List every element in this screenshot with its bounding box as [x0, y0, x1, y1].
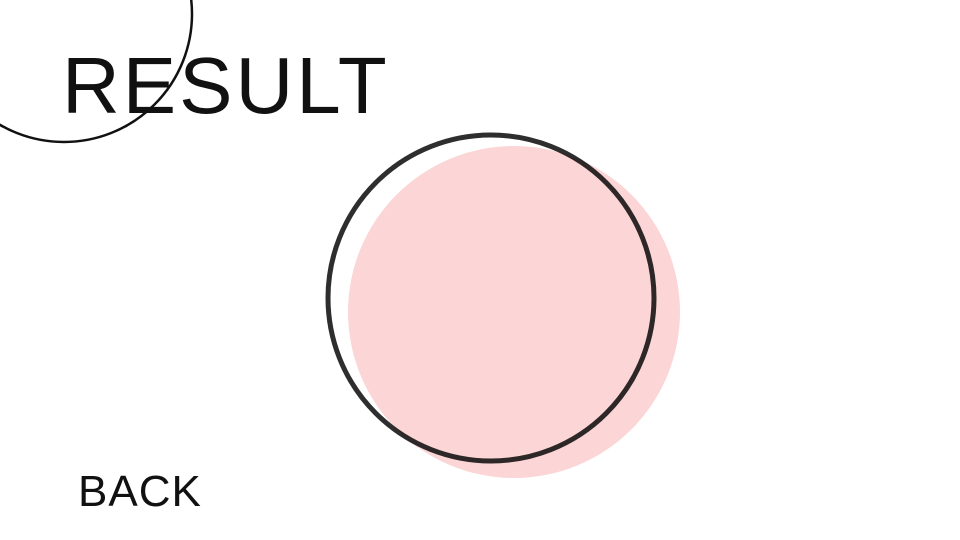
result-outline-ring — [325, 132, 657, 464]
back-button[interactable]: BACK — [78, 467, 202, 516]
result-graphic — [325, 132, 680, 478]
page-title: RESULT — [62, 41, 390, 130]
result-fill-disc — [348, 146, 680, 478]
